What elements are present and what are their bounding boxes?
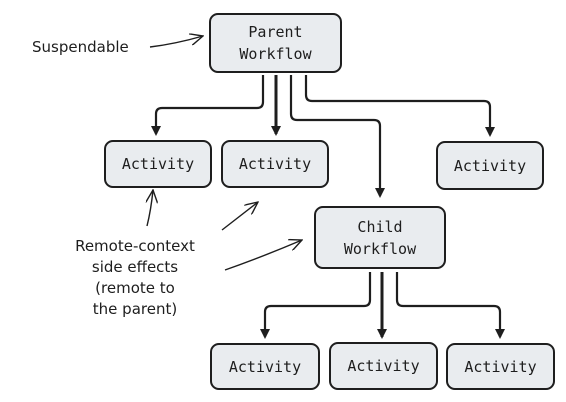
remote-context-annotation: Remote-context side effects (remote to t…	[75, 237, 195, 318]
edge-child-to-activity-6	[395, 272, 505, 339]
activity-node-1: Activity	[104, 140, 212, 188]
edge-parent-to-activity-1	[151, 75, 265, 136]
annotation-arrow-to-child-workflow	[224, 240, 302, 271]
activity-node-4: Activity	[210, 343, 320, 390]
activity-node-3: Activity	[436, 141, 544, 190]
suspendable-annotation: Suspendable	[32, 38, 129, 56]
annotation-arrow-to-activity-2	[221, 202, 258, 231]
edge-parent-to-child-workflow	[289, 75, 385, 198]
edge-parent-to-activity-3	[304, 75, 495, 137]
activity-node-6: Activity	[446, 343, 555, 390]
activity-node-2: Activity	[221, 140, 329, 188]
annotation-arrow-to-activity-1	[147, 190, 153, 227]
edge-child-to-activity-4	[260, 272, 372, 339]
activity-node-5: Activity	[329, 342, 438, 390]
annotation-arrow-suspendable	[149, 36, 203, 48]
child-workflow-node: Child Workflow	[314, 206, 446, 269]
parent-workflow-node: Parent Workflow	[209, 13, 342, 73]
